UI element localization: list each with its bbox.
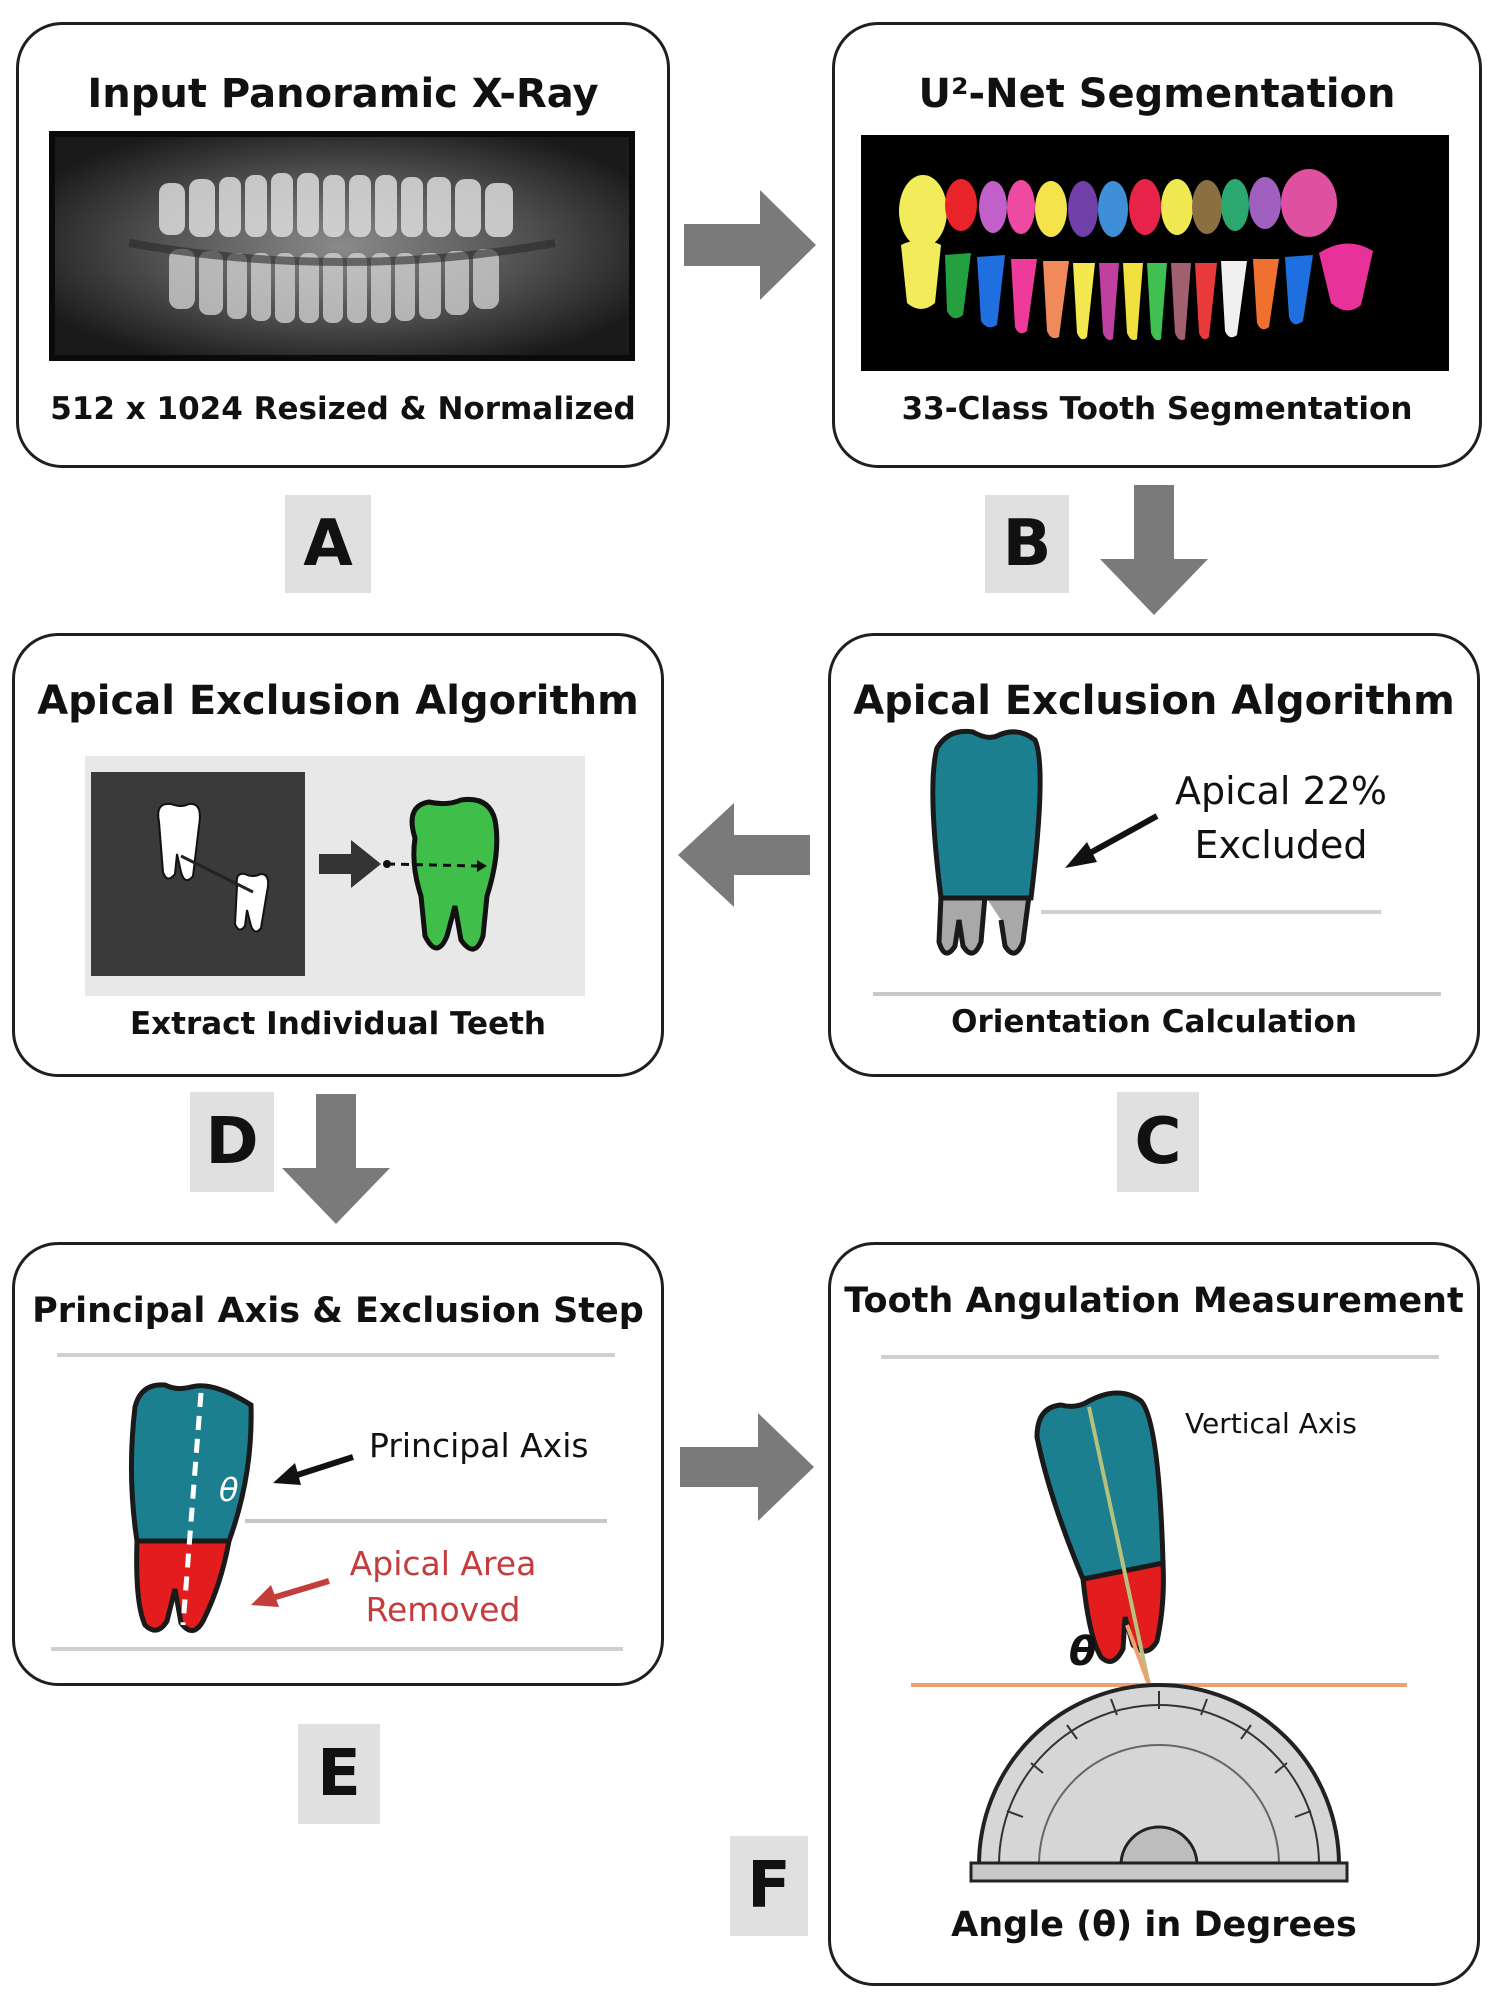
segmentation-mask-image — [861, 135, 1449, 371]
vertical-axis-label: Vertical Axis — [1185, 1407, 1357, 1440]
theta-symbol-f: θ — [1069, 1629, 1096, 1675]
arrow-e-to-f — [680, 1413, 814, 1521]
principal-axis-illustration: θ Principal Axis Apical Area Removed — [51, 1353, 623, 1651]
panel-c: Apical Exclusion Algorithm Apical 22% Ex… — [828, 633, 1480, 1077]
angulation-measurement-illustration: Vertical Axis θ — [881, 1355, 1439, 1883]
apical-area-line1: Apical Area — [350, 1544, 537, 1583]
label-d-badge: D — [190, 1092, 274, 1192]
panel-c-caption: Orientation Calculation — [951, 1004, 1357, 1040]
principal-axis-label: Principal Axis — [369, 1426, 589, 1465]
panel-e-title: Principal Axis & Exclusion Step — [32, 1291, 644, 1331]
panel-a: Input Panoramic X-Ray — [16, 22, 670, 468]
panel-d-caption: Extract Individual Teeth — [129, 1006, 546, 1042]
orientation-tooth-illustration: Apical 22% Excluded — [873, 728, 1441, 996]
panoramic-xray-image — [49, 131, 635, 361]
label-b-badge: B — [985, 495, 1069, 593]
panel-d-title: Apical Exclusion Algorithm — [37, 678, 639, 724]
label-c-badge: C — [1117, 1092, 1199, 1192]
panel-a-title: Input Panoramic X-Ray — [87, 71, 599, 117]
arrow-a-to-b — [684, 190, 816, 300]
apical-annotation-line2: Excluded — [1195, 823, 1368, 867]
panel-c-title: Apical Exclusion Algorithm — [853, 678, 1455, 724]
panel-d: Apical Exclusion Algorithm Extract Indiv… — [12, 633, 664, 1077]
label-a-badge: A — [285, 495, 371, 593]
label-e-badge: E — [298, 1724, 380, 1824]
panel-f-title: Tooth Angulation Measurement — [844, 1281, 1464, 1321]
panel-f-caption: Angle (θ) in Degrees — [951, 1905, 1357, 1945]
panel-b-title: U²-Net Segmentation — [918, 71, 1396, 117]
panel-b-caption: 33-Class Tooth Segmentation — [901, 391, 1413, 427]
label-f-badge: F — [730, 1836, 808, 1936]
panel-b: U²-Net Segmentation — [832, 22, 1482, 468]
arrow-d-to-e — [282, 1094, 390, 1224]
apical-annotation-line1: Apical 22% — [1175, 769, 1387, 813]
theta-symbol-e: θ — [219, 1471, 239, 1509]
panel-e: Principal Axis & Exclusion Step θ Princi… — [12, 1242, 664, 1686]
apical-area-line2: Removed — [366, 1590, 521, 1629]
panel-a-caption: 512 x 1024 Resized & Normalized — [50, 391, 636, 427]
extract-teeth-illustration — [85, 756, 585, 996]
arrow-c-to-d — [678, 803, 810, 907]
panel-f: Tooth Angulation Measurement Vertical Ax… — [828, 1242, 1480, 1986]
arrow-b-to-c — [1100, 485, 1208, 615]
